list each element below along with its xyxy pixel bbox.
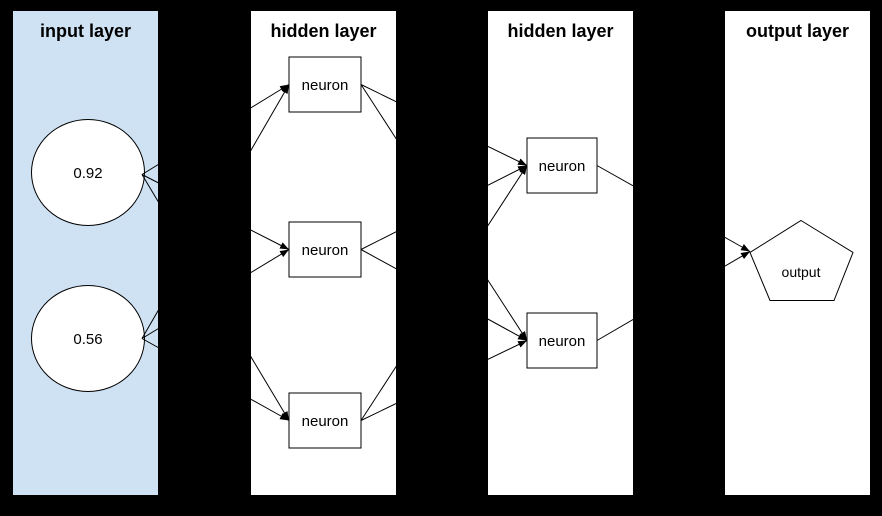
hidden1-node-1-label: neuron [302, 77, 349, 94]
node-hidden1-2: neuron [288, 221, 362, 278]
hidden1-node-2-label: neuron [302, 242, 349, 259]
hidden2-node-2-label: neuron [539, 333, 586, 350]
edge-hidden1-3-to-hidden2-2 [360, 340, 528, 421]
edge-hidden1-1-to-hidden2-2 [360, 84, 528, 341]
input-node-2-value: 0.56 [73, 331, 102, 348]
panel-hidden-layer-2: hidden layer [488, 11, 633, 495]
edge-input-1-to-hidden1-3 [141, 174, 290, 421]
output-node-pentagon [749, 219, 854, 301]
edge-input-1-to-hidden1-1 [141, 84, 290, 175]
panel-title-input-layer: input layer [40, 21, 131, 41]
edge-hidden1-3-to-hidden2-1 [360, 165, 528, 421]
panel-input-layer: input layer [13, 11, 158, 495]
edge-hidden1-1-to-hidden2-1 [360, 84, 528, 166]
panel-title-output-layer: output layer [746, 21, 849, 41]
hidden2-node-1-label: neuron [539, 158, 586, 175]
panel-title-hidden-layer-2: hidden layer [507, 21, 613, 41]
hidden1-node-3-box [288, 392, 362, 449]
input-node-2-circle [31, 285, 145, 392]
panel-title-hidden-layer-1: hidden layer [270, 21, 376, 41]
edge-hidden1-2-to-hidden2-1 [360, 165, 528, 250]
edge-hidden2-1-to-output [596, 165, 751, 252]
edge-input-2-to-hidden1-3 [141, 338, 290, 421]
hidden1-node-1-box [288, 56, 362, 113]
edge-hidden2-2-to-output [596, 251, 751, 341]
output-node-label: output [782, 264, 821, 280]
node-hidden2-1: neuron [526, 137, 598, 194]
edge-input-2-to-hidden1-2 [141, 249, 290, 339]
hidden2-node-1-box [526, 137, 598, 194]
hidden2-node-2-box [526, 312, 598, 369]
panel-input-background [13, 11, 158, 495]
edges [141, 84, 751, 421]
edge-hidden1-2-to-hidden2-2 [360, 249, 528, 341]
node-hidden1-3: neuron [288, 392, 362, 449]
node-hidden2-2: neuron [526, 312, 598, 369]
node-input-1: 0.92 [31, 119, 145, 226]
panel-hidden2-background [488, 11, 633, 495]
node-input-2: 0.56 [31, 285, 145, 392]
node-output-1: output [749, 219, 854, 301]
edge-input-2-to-hidden1-1 [141, 84, 290, 339]
input-node-1-value: 0.92 [73, 165, 102, 182]
node-hidden1-1: neuron [288, 56, 362, 113]
hidden1-node-3-label: neuron [302, 413, 349, 430]
